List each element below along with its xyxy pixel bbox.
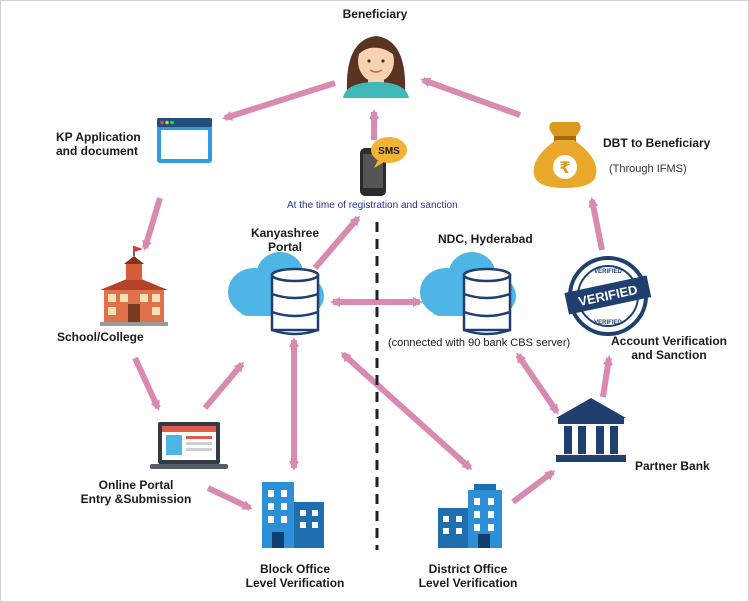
kanyashree-database-icon [270,267,320,336]
arrow-ndc-bank [515,352,560,415]
sms-badge-text: SMS [378,146,400,157]
dbt-subtitle: (Through IFMS) [609,163,687,175]
kanyashree-portal-label: Kanyashree Portal [250,226,320,254]
block-office-label: Block Office Level Verification [232,562,358,590]
arrow-kanyashree-to-sms [312,215,361,270]
arrow-online-to-block [206,485,253,511]
partner-bank-label: Partner Bank [635,459,710,473]
arrow-kp-to-school [142,197,163,251]
school-building-icon [100,246,168,326]
dbt-label: DBT to Beneficiary [603,136,711,150]
rupee-symbol: ₹ [559,158,570,177]
arrow-district-to-bank [511,469,556,505]
online-portal-label: Online Portal Entry &Submission [66,478,206,506]
bank-icon [556,398,626,462]
verified-stamp-bottom-text: VERIFIED [594,320,622,326]
cbs-server-note: (connected with 90 bank CBS server) [388,337,571,349]
block-line2: Level Verification [245,576,345,590]
block-office-building-icon [262,482,324,548]
money-bag-icon [533,122,597,188]
ndc-database-icon [462,267,512,336]
arrow-bank-to-account [600,355,613,398]
verified-stamp-top-text: VERIFIED [594,269,622,275]
district-line1: District Office [428,562,508,576]
account-verification-label: Account Verification and Sanction [599,334,739,362]
account-line2: and Sanction [631,348,707,362]
district-office-building-icon [438,484,502,548]
ndc-hyderabad-label: NDC, Hyderabad [438,232,533,246]
arrow-dbt-to-beneficiary [420,77,522,118]
verified-stamp-icon [564,256,652,336]
kp-application-line2: and document [56,144,139,158]
account-line1: Account Verification [610,334,728,348]
beneficiary-label: Beneficiary [342,7,408,21]
kp-application-label: KP Application and document [56,130,141,158]
arrow-online-to-kanyashree [202,361,245,410]
school-college-label: School/College [57,330,144,344]
arrow-verified-to-dbt [588,197,605,251]
district-line2: Level Verification [418,576,518,590]
sms-phone-icon [360,137,407,196]
block-line1: Block Office [259,562,331,576]
arrow-kanyashree-district [340,351,473,471]
sms-note: At the time of registration and sanction [287,200,458,211]
district-office-label: District Office Level Verification [405,562,531,590]
online-line2: Entry &Submission [80,492,192,506]
arrow-beneficiary-to-kp [222,80,336,121]
kanyashree-line1: Kanyashree [250,226,320,240]
kanyashree-line2: Portal [267,240,302,254]
beneficiary-avatar-icon [343,36,409,98]
browser-window-icon [157,118,212,163]
online-line1: Online Portal [98,478,174,492]
kp-application-line1: KP Application [56,130,141,144]
arrow-school-to-online [132,356,161,411]
laptop-icon [150,422,228,469]
